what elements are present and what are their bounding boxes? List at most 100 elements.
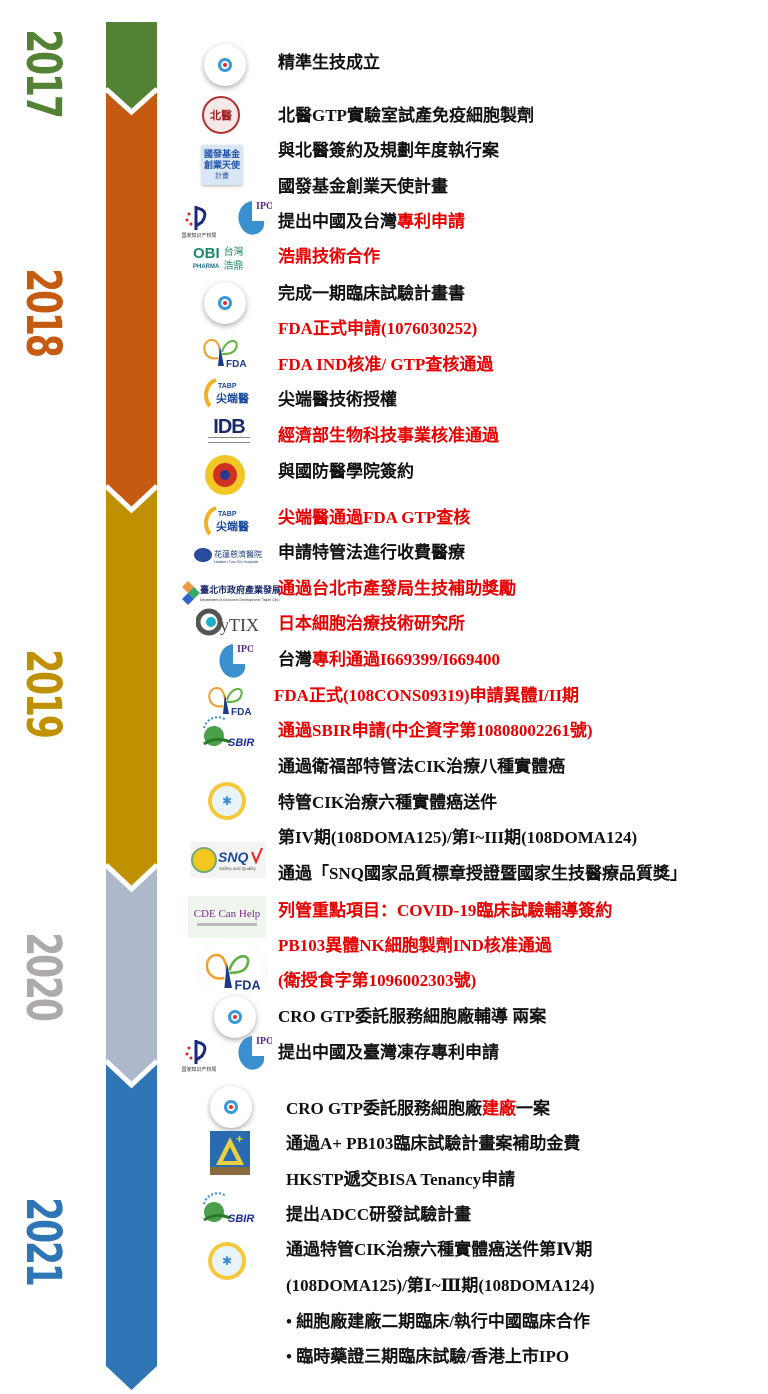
event-text: 提出中國及臺灣凍存專利申請: [278, 1043, 499, 1062]
idb-text: IDB: [213, 416, 245, 438]
timeline-event-2019: 第IV期(108DOMA125)/第I~III期(108DOMA124): [278, 828, 637, 848]
idb-logo: IDB: [205, 414, 253, 446]
highlight-text: 經濟部生物科技事業核准通過: [278, 426, 499, 445]
obi-cn1: 台灣: [223, 247, 244, 258]
event-text: 精準生技成立: [278, 53, 380, 72]
event-text: • 細胞廠建廠二期臨床/執行中國臨床合作: [286, 1312, 590, 1331]
highlight-text: FDA正式(108CONS09319)申請異體I/II期: [274, 686, 580, 705]
taipei-doed-icon: 臺北市政府產業發展局Department of Economic Develop…: [182, 581, 280, 605]
svg-text:臺北市政府產業發展局: 臺北市政府產業發展局: [200, 584, 280, 596]
highlight-text: 列管重點項目：COVID-19臨床試驗輔導簽約: [278, 901, 613, 920]
precision-biotech-logo: [210, 1086, 252, 1128]
timeline-event-2019: 日本細胞治療技術研究所: [278, 614, 465, 634]
tipo-icon: IPO: [238, 1034, 272, 1070]
svg-text:FDA: FDA: [235, 978, 261, 992]
event-text: 完成一期臨床試驗計畫書: [278, 284, 465, 303]
cnipa-text: 国家知识产权局: [181, 232, 217, 239]
highlight-text: 專利通過I669399/I669400: [312, 650, 500, 669]
timeline-event-2017: 精準生技成立: [278, 53, 380, 73]
timeline-event-2018: FDA IND核准/ GTP查核通過: [278, 355, 493, 375]
sbir-icon: SBIR: [203, 716, 254, 749]
event-text: 申請特管法進行收費醫療: [278, 543, 465, 562]
fda-logo: FDA: [196, 940, 268, 998]
cnipa-icon: [185, 205, 207, 230]
timeline-event-2020: PB103異體NK細胞製劑IND核准通過: [278, 936, 552, 956]
timeline-event-2020: 列管重點項目：COVID-19臨床試驗輔導簽約: [278, 901, 612, 921]
cde-can-help-logo: CDE Can Help: [188, 896, 266, 938]
event-text: 與北醫簽約及規劃年度執行案: [278, 141, 499, 160]
chevron-separator: [104, 863, 159, 893]
idb-subtitle-lines: [208, 437, 250, 443]
ndf-angel-logo: 國發基金 創業天使 計畫: [202, 145, 242, 185]
precision-biotech-logo: [204, 44, 246, 86]
fda-logo: FDA: [198, 332, 250, 370]
sbir-logo: SBIR: [196, 1190, 266, 1228]
highlight-text: 通過台北市產發局生技補助獎勵: [278, 579, 516, 598]
event-text: 通過衛福部特管法CIK治療八種實體癌: [278, 757, 566, 776]
timeline-event-2018: 北醫GTP實驗室試產免疫細胞製劑: [278, 106, 534, 126]
timeline-event-2018: FDA正式申請(1076030252): [278, 319, 477, 339]
svg-text:FDA: FDA: [226, 359, 247, 370]
timeline-event-2020: CRO GTP委託服務細胞廠輔導 兩案: [278, 1007, 546, 1027]
timeline-event-2021: 提出ADCC研發試驗計畫: [286, 1205, 471, 1225]
ndf-angel-line-3: 計畫: [215, 171, 229, 180]
svg-text:+: +: [236, 1132, 243, 1146]
svg-text:Safety and Quality: Safety and Quality: [219, 866, 257, 871]
timeline-event-2018: 經濟部生物科技事業核准通過: [278, 426, 499, 446]
fda-butterfly-icon: FDA: [205, 953, 261, 992]
svg-text:IPO: IPO: [237, 644, 253, 655]
event-text: 北醫GTP實驗室試產免疫細胞製劑: [278, 106, 534, 125]
event-text: 提出ADCC研發試驗計畫: [286, 1205, 472, 1224]
aplus-icon: +: [210, 1132, 250, 1175]
event-text: (108DOMA125)/第Ⅰ~Ⅲ期(108DOMA124): [286, 1276, 595, 1295]
event-text: 台灣: [278, 650, 312, 669]
segment-2018: [106, 93, 157, 509]
event-text: 第IV期(108DOMA125)/第I~III期(108DOMA124): [278, 828, 638, 847]
tmu-hospital-logo: 北醫: [202, 96, 240, 134]
svg-text:尖端醫: 尖端醫: [216, 519, 249, 533]
svg-text:IPO: IPO: [256, 201, 272, 212]
timeline-event-2019: FDA正式(108CONS09319)申請異體I/II期: [274, 686, 579, 706]
chevron-separator: [104, 1059, 159, 1089]
event-text: 通過特管CIK治療六種實體癌送件第Ⅳ期: [286, 1240, 593, 1259]
cnipa-logo: 国家知识产权局: [178, 1034, 220, 1076]
timeline-event-2018: 國發基金創業天使計畫: [278, 177, 448, 197]
timeline-event-2018: 完成一期臨床試驗計畫書: [278, 284, 465, 304]
cnipa-text: 国家知识产权局: [181, 1066, 217, 1073]
timeline-event-2019: 通過衛福部特管法CIK治療八種實體癌: [278, 757, 565, 777]
timeline-event-2018: 與國防醫學院簽約: [278, 462, 414, 482]
highlight-text: 浩鼎技術合作: [278, 247, 380, 266]
fda-butterfly-icon: FDA: [208, 686, 252, 718]
timeline-event-2019: 申請特管法進行收費醫療: [278, 543, 465, 563]
tipo-icon: IPO: [219, 642, 253, 678]
event-text: HKSTP遞交BISA Tenancy申請: [286, 1170, 516, 1189]
event-text: 特管CIK治療六種實體癌送件: [278, 793, 498, 812]
mohw-emblem-icon: ✱: [212, 786, 242, 816]
cnipa-icon: [185, 1039, 207, 1064]
event-text: 與國防醫學院簽約: [278, 462, 414, 481]
svg-text:TABP: TABP: [218, 383, 237, 390]
timeline-event-2018: 尖端醫技術授權: [278, 390, 397, 410]
obi-pharma-logo: OBI 台灣 PHARMA 浩鼎: [193, 244, 263, 274]
svg-text:IPO: IPO: [256, 1036, 272, 1047]
timeline-event-2021: • 臨時藥證三期臨床試驗/香港上市IPO: [286, 1347, 569, 1367]
event-text: 通過「SNQ國家品質標章授證暨國家生技醫療品質獎」: [278, 864, 687, 883]
event-text: 通過A+ PB103臨床試驗計畫案補助金費: [286, 1134, 581, 1153]
highlight-text: 通過SBIR申請(中企資字第10808002261號): [278, 721, 593, 740]
highlight-text: FDA正式申請(1076030252): [278, 319, 478, 338]
timeline-event-2018: 浩鼎技術合作: [278, 247, 380, 267]
svg-text:SNQ: SNQ: [218, 849, 248, 865]
tipo-logo: IPO: [213, 640, 253, 682]
timeline-event-2019: 通過「SNQ國家品質標章授證暨國家生技醫療品質獎」: [278, 864, 687, 884]
svg-text:TABP: TABP: [218, 511, 237, 518]
sbir-icon: SBIR: [203, 1192, 254, 1225]
highlight-text: 建廠: [481, 1099, 516, 1118]
event-text: CRO GTP委託服務細胞廠: [286, 1099, 482, 1118]
ndf-angel-line-1: 國發基金: [203, 149, 240, 160]
ndmc-emblem-icon: [213, 463, 237, 487]
timeline-event-2019: 通過台北市產發局生技補助獎勵: [278, 579, 516, 599]
event-text: 一案: [515, 1099, 550, 1118]
svg-text:SBIR: SBIR: [228, 1213, 254, 1225]
